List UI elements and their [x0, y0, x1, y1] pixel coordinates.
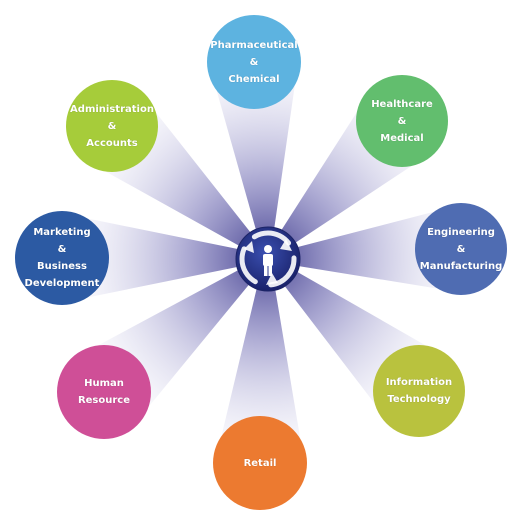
node-label-line: Healthcare [371, 98, 433, 110]
node-label: Healthcare & Medical [371, 96, 433, 147]
node-label-line: Development [24, 278, 100, 289]
node-label: Pharmaceutical & Chemical [210, 37, 297, 88]
node-label-line: & [249, 56, 259, 68]
connector-ray-marketing [62, 213, 267, 303]
node-label-line: Engineering [427, 226, 495, 238]
node-label-line: & [57, 244, 67, 255]
node-eng: Engineering & Manufacturing [415, 203, 507, 295]
hub-icon [234, 225, 302, 293]
node-label-line: Information [385, 377, 453, 388]
node-health: Healthcare & Medical [356, 75, 448, 167]
node-label: Engineering & Manufacturing [420, 224, 503, 275]
node-label-line: & [107, 120, 117, 132]
node-pharma: Pharmaceutical & Chemical [207, 15, 301, 109]
node-label-line: Manufacturing [419, 260, 503, 272]
node-label-line: Business [37, 261, 87, 272]
node-label-line: & [397, 115, 407, 127]
node-label-line: Administration [70, 103, 154, 115]
connector-ray-eng [266, 205, 463, 293]
node-label-line: Human [84, 378, 124, 389]
node-label-line: & [456, 243, 466, 255]
node-label-line: Resource [77, 395, 131, 406]
node-label-line: Retail [243, 457, 277, 469]
node-retail: Retail [213, 416, 307, 510]
node-admin: Administration & Accounts [66, 80, 158, 172]
node-label-line: Technology [387, 394, 451, 405]
node-label-line: Pharmaceutical [210, 39, 298, 51]
node-label-line: Medical [380, 132, 424, 144]
node-label-line: Chemical [228, 73, 280, 85]
connector-ray-pharma [209, 59, 299, 259]
node-label-line: Marketing [33, 227, 91, 238]
node-label: Retail [244, 455, 277, 472]
node-label: Administration & Accounts [70, 101, 154, 152]
node-label-line: Accounts [86, 137, 138, 149]
connector-ray-retail [215, 257, 305, 465]
